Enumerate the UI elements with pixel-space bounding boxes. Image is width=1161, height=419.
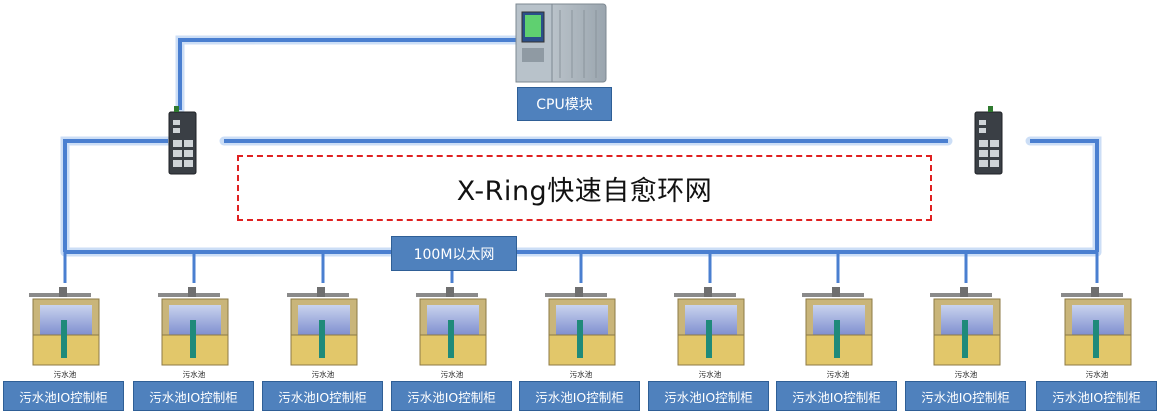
tank-sign-text: 污水池 <box>570 369 593 379</box>
sewage-tank-5: 污水池 <box>545 287 616 379</box>
tank-io-cabinet-label: 污水池IO控制柜 <box>519 381 640 411</box>
network-links <box>60 35 1102 283</box>
tank-sign-text: 污水池 <box>312 369 335 379</box>
ring-title: X-Ring快速自愈环网 <box>456 175 713 207</box>
tank-io-cabinet-label: 污水池IO控制柜 <box>262 381 383 411</box>
cpu-module-plc <box>515 3 607 83</box>
tank-io-cabinet-label: 污水池IO控制柜 <box>905 381 1026 411</box>
tank-sign-text: 污水池 <box>699 369 722 379</box>
tank-io-cabinet-label: 污水池IO控制柜 <box>133 381 254 411</box>
sewage-tank-9: 污水池 <box>1061 287 1132 379</box>
tank-io-cabinet-label: 污水池IO控制柜 <box>1036 381 1157 411</box>
tank-io-cabinet-label: 污水池IO控制柜 <box>648 381 769 411</box>
tank-io-cabinet-label: 污水池IO控制柜 <box>3 381 124 411</box>
sewage-tank-8: 污水池 <box>930 287 1001 379</box>
x-ring-box: X-Ring快速自愈环网 <box>237 155 932 221</box>
ethernet-switch-right <box>974 106 1003 175</box>
ethernet-switch-left <box>168 106 197 175</box>
tank-sign-text: 污水池 <box>54 369 77 379</box>
tank-sign-text: 污水池 <box>955 369 978 379</box>
tank-io-cabinet-label: 污水池IO控制柜 <box>776 381 897 411</box>
network-label: 100M以太网 <box>391 236 517 271</box>
tank-sign-text: 污水池 <box>183 369 206 379</box>
cpu-module-label: CPU模块 <box>517 87 612 121</box>
tank-sign-text: 污水池 <box>827 369 850 379</box>
tank-sign-text: 污水池 <box>441 369 464 379</box>
sewage-tank-7: 污水池 <box>802 287 873 379</box>
tank-sign-text: 污水池 <box>1086 369 1109 379</box>
sewage-tank-3: 污水池 <box>287 287 358 379</box>
sewage-tank-4: 污水池 <box>416 287 487 379</box>
sewage-tank-6: 污水池 <box>674 287 745 379</box>
tank-io-cabinet-label: 污水池IO控制柜 <box>391 381 512 411</box>
sewage-tank-1: 污水池 <box>29 287 100 379</box>
sewage-tank-2: 污水池 <box>158 287 229 379</box>
